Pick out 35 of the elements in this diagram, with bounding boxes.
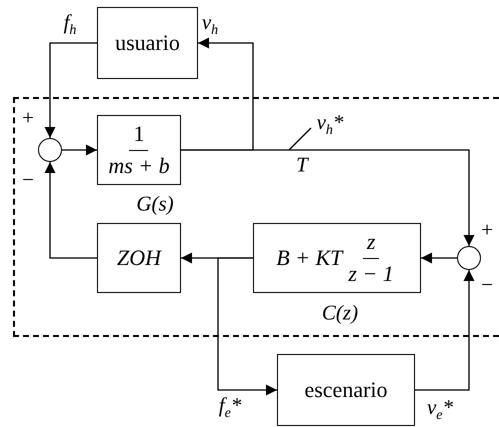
- block-box: [97, 115, 181, 185]
- block-box: [97, 7, 198, 79]
- sign-label: +: [481, 220, 493, 240]
- signal-label: f$_{h}$: [64, 12, 76, 38]
- summing-junction: [38, 138, 62, 162]
- sign-label: −: [481, 274, 493, 296]
- signal-label: v$_{h}$*: [316, 112, 344, 138]
- signal-label: v$_{e}$*: [426, 396, 454, 424]
- signal-arrow: [421, 252, 457, 264]
- signal-arrow: [62, 144, 97, 156]
- block-text: ms + b: [107, 152, 171, 178]
- block-text: z − 1: [347, 260, 395, 286]
- block-text: B + KT: [276, 245, 342, 271]
- dashed-boundary: [13, 97, 499, 337]
- signal-line-with-sampler-switch: [181, 149, 474, 246]
- block-caption: G(s): [136, 194, 174, 214]
- block-box: [97, 223, 181, 293]
- signal-label: f$_{e}$*: [218, 394, 242, 422]
- signal-label: T: [296, 154, 308, 176]
- block-box: [253, 223, 421, 293]
- signal-arrow: [44, 42, 97, 138]
- block-text: z: [362, 230, 380, 258]
- signal-arrow: [44, 162, 97, 259]
- signal-label: v$_{h}$: [202, 12, 218, 38]
- block-box: [277, 354, 415, 426]
- signal-arrow: [415, 270, 474, 391]
- sign-label: +: [22, 108, 34, 128]
- block-text: usuario: [115, 30, 180, 56]
- signal-arrow: [217, 257, 277, 396]
- sign-label: −: [22, 170, 34, 190]
- summing-junction: [457, 246, 481, 270]
- block-text: 1: [129, 122, 148, 150]
- block-caption: C(z): [322, 302, 358, 324]
- block-text: ZOH: [116, 245, 161, 271]
- block-text: escenario: [304, 377, 388, 403]
